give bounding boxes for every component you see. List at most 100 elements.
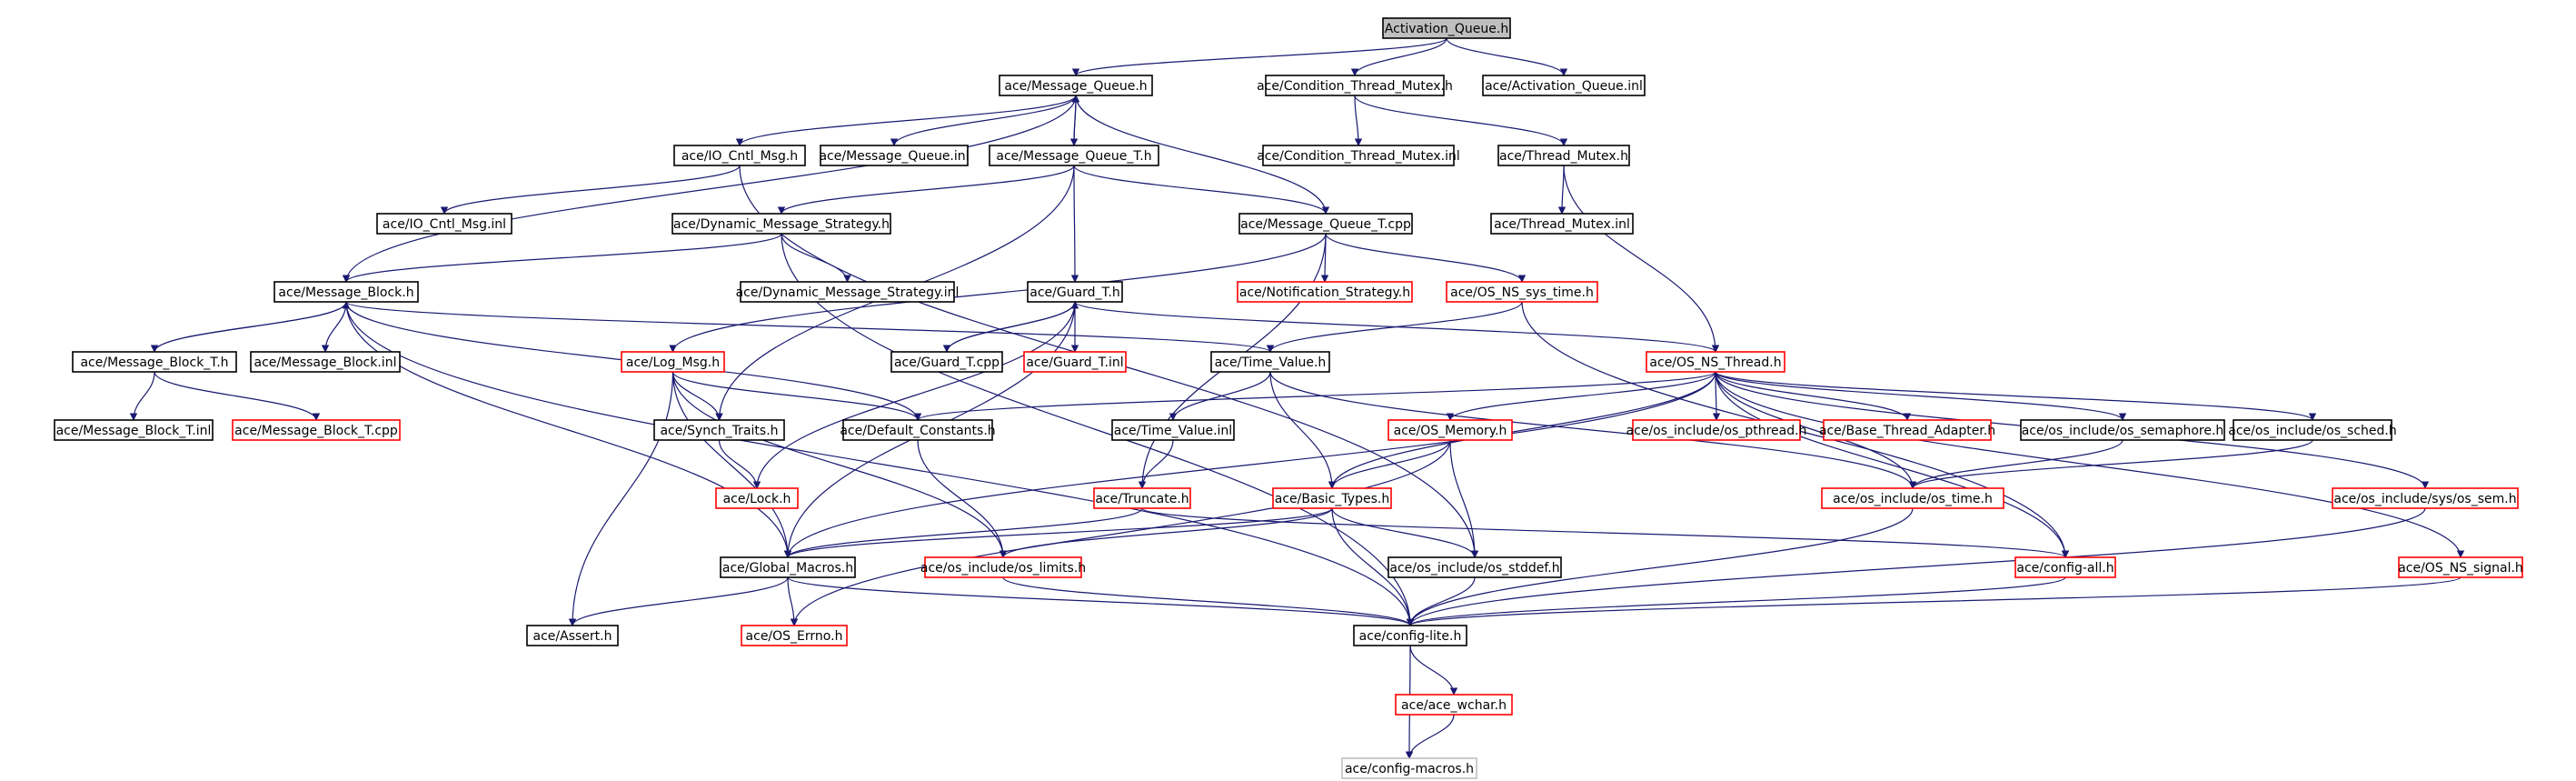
node-box: [2233, 419, 2392, 441]
node-ioinl[interactable]: ace/IO_Cntl_Msg.inl: [376, 213, 512, 235]
node-box: [1382, 17, 1511, 39]
node-mbtcpp[interactable]: ace/Message_Block_T.cpp: [232, 419, 401, 441]
node-bta[interactable]: ace/Base_Thread_Adapter.h: [1819, 419, 1995, 441]
node-tminl[interactable]: ace/Thread_Mutex.inl: [1490, 213, 1634, 235]
node-mb[interactable]: ace/Message_Block.h: [274, 281, 419, 303]
node-osmem[interactable]: ace/OS_Memory.h: [1387, 419, 1513, 441]
node-box: [1823, 419, 1992, 441]
node-basic[interactable]: ace/Basic_Types.h: [1272, 487, 1392, 509]
node-mbtinl[interactable]: ace/Message_Block_T.inl: [54, 419, 214, 441]
node-label: ace/os_include/os_sched.h: [2228, 424, 2396, 438]
node-box: [2014, 556, 2116, 578]
node-lock[interactable]: ace/Lock.h: [715, 487, 799, 509]
node-cfgall[interactable]: ace/config-all.h: [2014, 556, 2116, 578]
node-box: [1111, 419, 1235, 441]
node-guardcpp[interactable]: ace/Guard_T.cpp: [890, 351, 1003, 373]
node-mq[interactable]: ace/Message_Queue.h: [999, 75, 1153, 96]
node-label: ace/OS_NS_sys_time.h: [1450, 285, 1594, 300]
node-label: ace/Assert.h: [533, 629, 612, 644]
node-guard[interactable]: ace/Guard_T.h: [1027, 281, 1123, 303]
node-notif[interactable]: ace/Notification_Strategy.h: [1237, 281, 1413, 303]
node-mqinl[interactable]: ace/Message_Queue.inl: [819, 145, 970, 166]
node-cfglite[interactable]: ace/config-lite.h: [1353, 625, 1467, 646]
node-errno[interactable]: ace/OS_Errno.h: [741, 625, 848, 646]
node-assert[interactable]: ace/Assert.h: [526, 625, 619, 646]
node-gmac[interactable]: ace/Global_Macros.h: [720, 556, 856, 578]
node-label: ace/config-lite.h: [1359, 629, 1462, 644]
edge-nsthread-to-sched: [1715, 371, 2316, 421]
node-dmsinl[interactable]: ace/Dynamic_Message_Strategy.inl: [736, 281, 960, 303]
edge-cfgall-to-cfglite: [1407, 576, 2066, 626]
node-defc[interactable]: ace/Default_Constants.h: [840, 419, 996, 441]
node-box: [999, 75, 1153, 96]
node-nsthread[interactable]: ace/OS_NS_Thread.h: [1646, 351, 1785, 373]
node-mbt[interactable]: ace/Message_Block_T.h: [72, 351, 237, 373]
node-box: [2398, 556, 2523, 578]
edge-mqtcpp-to-nssys: [1325, 233, 1527, 283]
node-tv[interactable]: ace/Time_Value.h: [1210, 351, 1330, 373]
node-tm[interactable]: ace/Thread_Mutex.h: [1497, 145, 1630, 166]
edge-sched-to-ostime: [1908, 439, 2313, 489]
node-box: [232, 419, 401, 441]
node-sched[interactable]: ace/os_include/os_sched.h: [2228, 419, 2397, 441]
node-stddef[interactable]: ace/os_include/os_stddef.h: [1387, 556, 1562, 578]
node-iocntl[interactable]: ace/IO_Cntl_Msg.h: [673, 145, 806, 166]
node-pthread[interactable]: ace/os_include/os_pthread.h: [1626, 419, 1807, 441]
node-box: [1238, 213, 1413, 235]
edge-mqt-to-mqtcpp: [1073, 165, 1330, 215]
edge-logmsg-to-defc: [671, 371, 922, 421]
node-ostime[interactable]: ace/os_include/os_time.h: [1821, 487, 2004, 509]
edge-basic-to-limits: [999, 507, 1333, 558]
edge-tm-to-nsthread: [1563, 165, 1720, 353]
edge-nsthread-to-gmac: [783, 371, 1716, 558]
edge-tv-to-tvinl: [1169, 371, 1271, 421]
node-aqinl[interactable]: ace/Activation_Queue.inl: [1482, 75, 1646, 96]
node-trunc[interactable]: ace/Truncate.h: [1093, 487, 1191, 509]
node-label: ace/ace_wchar.h: [1401, 698, 1507, 713]
node-label: ace/OS_Errno.h: [746, 629, 843, 644]
edge-ctm-to-ctminl: [1354, 95, 1363, 146]
edge-dms-to-mb: [342, 233, 782, 283]
edge-trunc-to-cfgall: [1141, 507, 2069, 558]
node-nssys[interactable]: ace/OS_NS_sys_time.h: [1446, 281, 1598, 303]
node-tvinl[interactable]: ace/Time_Value.inl: [1111, 419, 1235, 441]
edge-nsthread-to-ostime: [1715, 371, 1917, 489]
node-wchar[interactable]: ace/ace_wchar.h: [1395, 694, 1513, 716]
node-box: [2332, 487, 2519, 509]
node-nssig[interactable]: ace/OS_NS_signal.h: [2398, 556, 2523, 578]
node-label: ace/Guard_T.inl: [1026, 355, 1123, 370]
node-mbinl[interactable]: ace/Message_Block.inl: [250, 351, 401, 373]
node-label: ace/Message_Block_T.cpp: [234, 424, 398, 438]
node-ctm[interactable]: ace/Condition_Thread_Mutex.h: [1257, 75, 1453, 96]
node-logmsg[interactable]: ace/Log_Msg.h: [621, 351, 725, 373]
node-box: [740, 281, 955, 303]
node-ossem[interactable]: ace/os_include/sys/os_sem.h: [2332, 487, 2519, 509]
edge-mq-to-iocntl: [735, 95, 1077, 146]
edge-stddef-to-cfglite: [1406, 576, 1476, 626]
node-box: [1387, 419, 1513, 441]
edge-guardcpp-to-guard: [946, 301, 1079, 353]
node-label: ace/Message_Queue_T.cpp: [1240, 217, 1411, 232]
node-box: [1482, 75, 1646, 96]
node-cfgmac[interactable]: ace/config-macros.h: [1341, 757, 1477, 779]
node-root[interactable]: Activation_Queue.h: [1382, 17, 1511, 39]
node-label: ace/Dynamic_Message_Strategy.h: [673, 217, 890, 232]
node-ctminl[interactable]: ace/Condition_Thread_Mutex.inl: [1257, 145, 1460, 166]
node-mqt[interactable]: ace/Message_Queue_T.h: [989, 145, 1159, 166]
node-mqtcpp[interactable]: ace/Message_Queue_T.cpp: [1238, 213, 1413, 235]
node-synch[interactable]: ace/Synch_Traits.h: [653, 419, 785, 441]
node-box: [1821, 487, 2004, 509]
node-dms[interactable]: ace/Dynamic_Message_Strategy.h: [671, 213, 891, 235]
node-box: [653, 419, 785, 441]
node-guardinl[interactable]: ace/Guard_T.inl: [1023, 351, 1127, 373]
edge-mbt-to-mb: [154, 301, 351, 353]
node-sema[interactable]: ace/os_include/os_semaphore.h: [2020, 419, 2225, 441]
node-label: ace/Dynamic_Message_Strategy.inl: [736, 285, 960, 300]
node-box: [1023, 351, 1127, 373]
node-box: [526, 625, 619, 646]
node-label: ace/Truncate.h: [1095, 492, 1189, 506]
node-limits[interactable]: ace/os_include/os_limits.h: [920, 556, 1086, 578]
node-box: [1341, 757, 1477, 779]
node-box: [1237, 281, 1413, 303]
